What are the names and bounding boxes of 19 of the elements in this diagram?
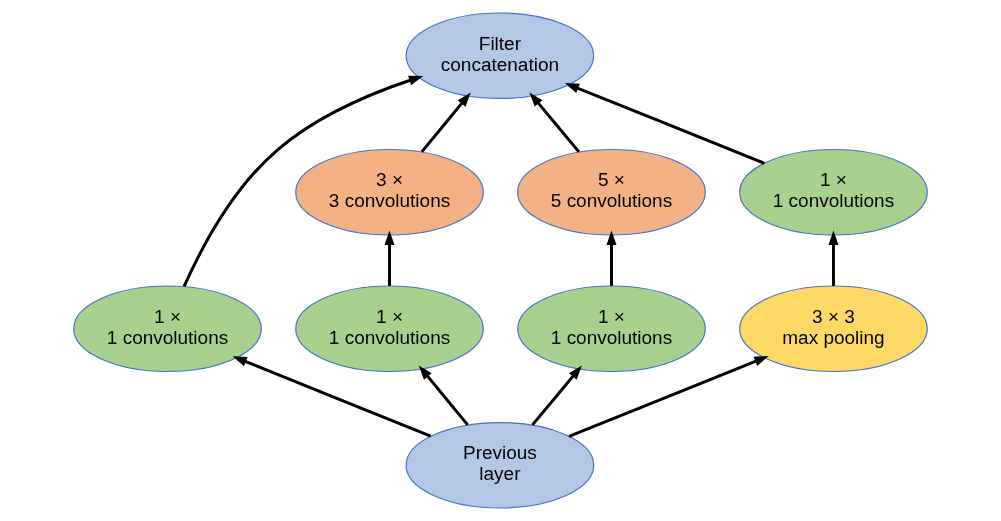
node-ellipse: 1 × 1 convolutions bbox=[295, 285, 484, 373]
node-ellipse: 3 × 3 max pooling bbox=[739, 285, 928, 373]
arrow bbox=[568, 356, 769, 438]
arrow bbox=[529, 92, 581, 153]
arrow bbox=[384, 230, 395, 286]
node-ellipse: Previous layer bbox=[405, 421, 595, 509]
node-ellipse: 1 × 1 convolutions bbox=[517, 285, 706, 373]
arrow bbox=[531, 365, 582, 426]
arrow bbox=[606, 230, 617, 286]
arrow bbox=[420, 92, 471, 153]
arrow bbox=[182, 75, 424, 288]
node-ellipse: 5 × 5 convolutions bbox=[517, 148, 706, 236]
arrow bbox=[232, 356, 432, 438]
node-ellipse: 3 × 3 convolutions bbox=[295, 148, 484, 236]
arrow bbox=[564, 83, 765, 165]
node-ellipse: 1 × 1 convolutions bbox=[739, 148, 928, 236]
arrow bbox=[418, 365, 469, 426]
node-ellipse: 1 × 1 convolutions bbox=[73, 285, 262, 373]
arrow bbox=[828, 230, 839, 286]
